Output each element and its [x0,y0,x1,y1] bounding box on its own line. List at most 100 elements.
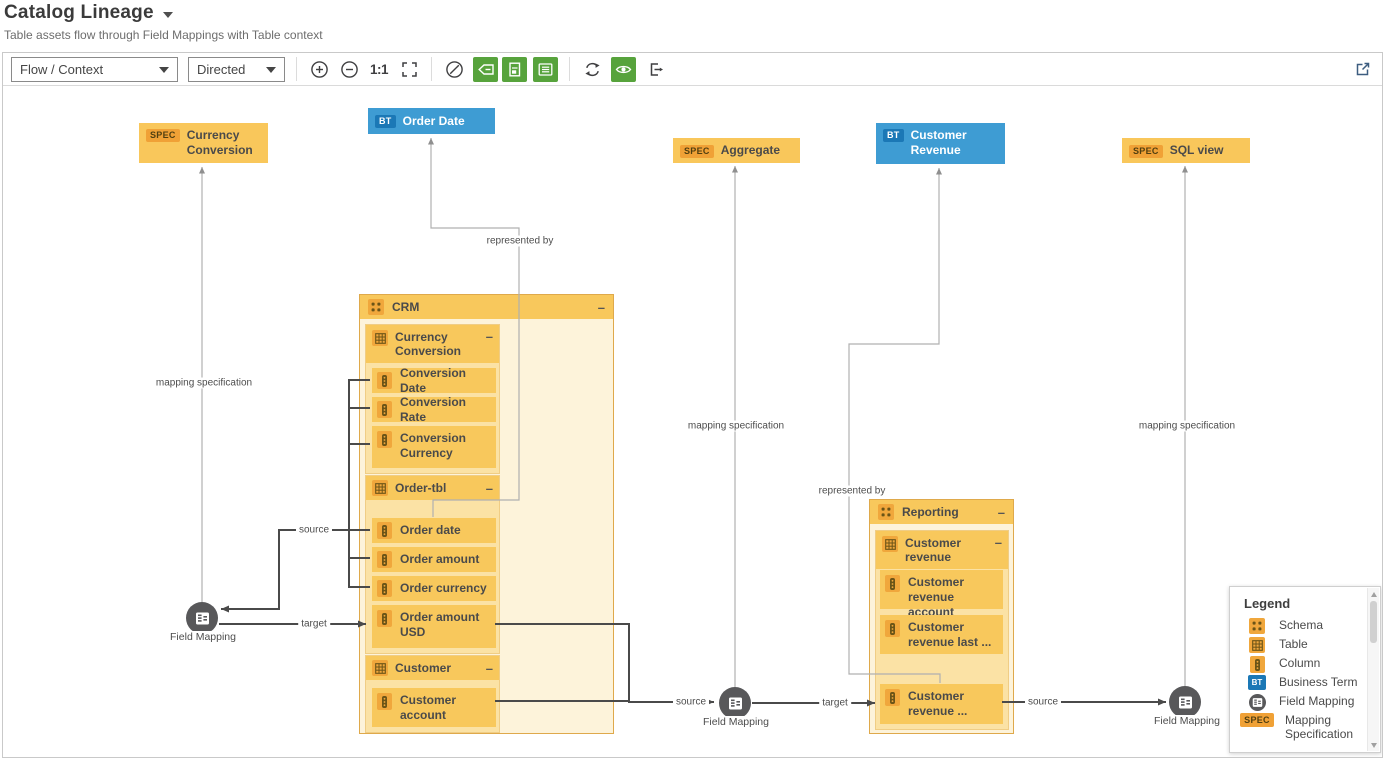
schema-group-reporting[interactable]: Reporting – Customer revenue – Customer … [869,499,1014,734]
zoom-out-button[interactable] [338,58,360,80]
column-label: Customer revenue ... [908,689,968,718]
list-icon [538,62,553,76]
node-mapping-spec-currency-conversion[interactable]: SPEC Currency Conversion [139,123,268,163]
column-order-amount-usd[interactable]: Order amount USD [372,605,496,648]
spec-badge: SPEC [680,144,714,158]
field-mapping-node-2[interactable] [719,687,751,719]
column-customer-account[interactable]: Customer account [372,688,496,727]
collapse-button[interactable]: – [597,299,605,315]
schema-icon [368,299,384,315]
schema-group-crm[interactable]: CRM – Currency Conversion – Conversi [359,294,614,734]
legend-label: Column [1279,656,1321,670]
show-list-button[interactable] [533,56,559,82]
scrollbar-thumb[interactable] [1370,601,1377,643]
table-header-customer-revenue[interactable]: Customer revenue – [876,531,1008,569]
column-icon [885,620,900,637]
edge-source-trunk [348,379,370,588]
refresh-button[interactable] [581,58,603,80]
scroll-up-icon[interactable] [1368,588,1379,600]
field-mapping-caption: Field Mapping [1152,715,1222,727]
collapse-button[interactable]: – [485,480,493,496]
column-icon [377,522,392,539]
table-header-customer[interactable]: Customer – [366,656,499,680]
column-label: Order amount [400,552,480,566]
external-link-icon [1356,62,1370,76]
zoom-in-button[interactable] [308,58,330,80]
diagram-canvas[interactable]: CRM – Currency Conversion – Conversi [3,86,1382,757]
view-mode-value: Flow / Context [20,61,104,77]
zoom-in-icon [310,60,328,78]
column-icon [377,580,392,597]
toolbar-divider [296,57,297,81]
node-business-term-order-date[interactable]: BT Order Date [368,108,495,134]
table-icon [882,536,898,552]
collapse-button[interactable]: – [485,329,493,344]
field-mapping-node-1[interactable] [186,602,218,634]
edge-represented-by-order-date [428,138,520,517]
column-order-amount[interactable]: Order amount [372,547,496,572]
column-label: Customer account [400,693,457,722]
asset-label: Order Date [402,113,465,128]
scroll-down-icon[interactable] [1368,739,1379,751]
mapping-specification-icon: SPEC [1240,713,1274,727]
column-label: Order currency [400,581,487,595]
column-conversion-date[interactable]: Conversion Date [372,366,496,395]
view-mode-select[interactable]: Flow / Context [11,56,178,82]
page-title-dropdown[interactable]: Catalog Lineage [4,2,323,24]
business-term-icon: BT [1247,675,1267,690]
circle-slash-icon [445,60,463,78]
visibility-button[interactable] [611,56,637,82]
circle-slash-button[interactable] [443,58,465,80]
lineage-panel: Flow / Context Directed 1:1 [2,52,1383,758]
layout-direction-select[interactable]: Directed [188,56,285,82]
collapse-button[interactable]: – [994,535,1002,550]
collapse-button[interactable]: – [997,504,1005,520]
fit-to-screen-button[interactable] [398,58,420,80]
zoom-actual-size-button[interactable]: 1:1 [370,61,389,77]
bt-badge: BT [883,129,904,142]
group-label: CRM [392,299,420,314]
field-mapping-node-3[interactable] [1169,686,1201,718]
node-business-term-customer-revenue[interactable]: BT Customer Revenue [876,123,1005,164]
table-header-order-tbl[interactable]: Order-tbl – [366,476,499,500]
edge-label-source: source [672,696,710,708]
table-icon [372,660,388,676]
column-customer-revenue-last[interactable]: Customer revenue last ... [880,615,1003,654]
open-external-button[interactable] [1352,58,1374,80]
schema-group-crm-header[interactable]: CRM – [360,295,613,319]
schema-group-reporting-header[interactable]: Reporting – [870,500,1013,524]
spec-badge: SPEC [1129,144,1163,158]
diagram-toolbar: Flow / Context Directed 1:1 [3,53,1382,86]
column-order-date[interactable]: Order date [372,518,496,543]
legend-scrollbar[interactable] [1367,588,1379,751]
export-button[interactable] [644,58,666,80]
legend-item-column: Column [1247,656,1359,673]
legend-item-schema: Schema [1247,618,1359,634]
table-header-currency-conversion[interactable]: Currency Conversion – [366,325,499,363]
show-labels-button[interactable] [473,56,499,82]
column-icon [377,693,392,710]
legend-panel: Legend Schema Table Column BT Business T… [1229,586,1381,753]
edge-label-source: source [1024,696,1062,708]
group-label: Reporting [902,504,959,519]
node-mapping-spec-sql-view[interactable]: SPEC SQL view [1122,138,1250,163]
page-title: Catalog Lineage [4,2,154,23]
table-icon [1247,637,1267,653]
collapse-button[interactable]: – [485,660,493,676]
legend-title: Legend [1244,596,1291,611]
column-order-currency[interactable]: Order currency [372,576,496,601]
edge-label-mapping-specification: mapping specification [684,420,788,432]
toolbar-divider [431,57,433,81]
column-conversion-rate[interactable]: Conversion Rate [372,395,496,424]
column-customer-revenue-ellipsis[interactable]: Customer revenue ... [880,684,1003,724]
zoom-out-icon [340,60,358,78]
column-icon [377,431,392,448]
legend-label: Business Term [1279,675,1358,689]
edge-label-target: target [819,697,851,709]
node-mapping-spec-aggregate[interactable]: SPEC Aggregate [673,138,800,163]
column-icon [377,401,392,418]
column-conversion-currency[interactable]: Conversion Currency [372,426,496,468]
column-icon [377,610,392,627]
show-report-button[interactable] [502,56,528,82]
